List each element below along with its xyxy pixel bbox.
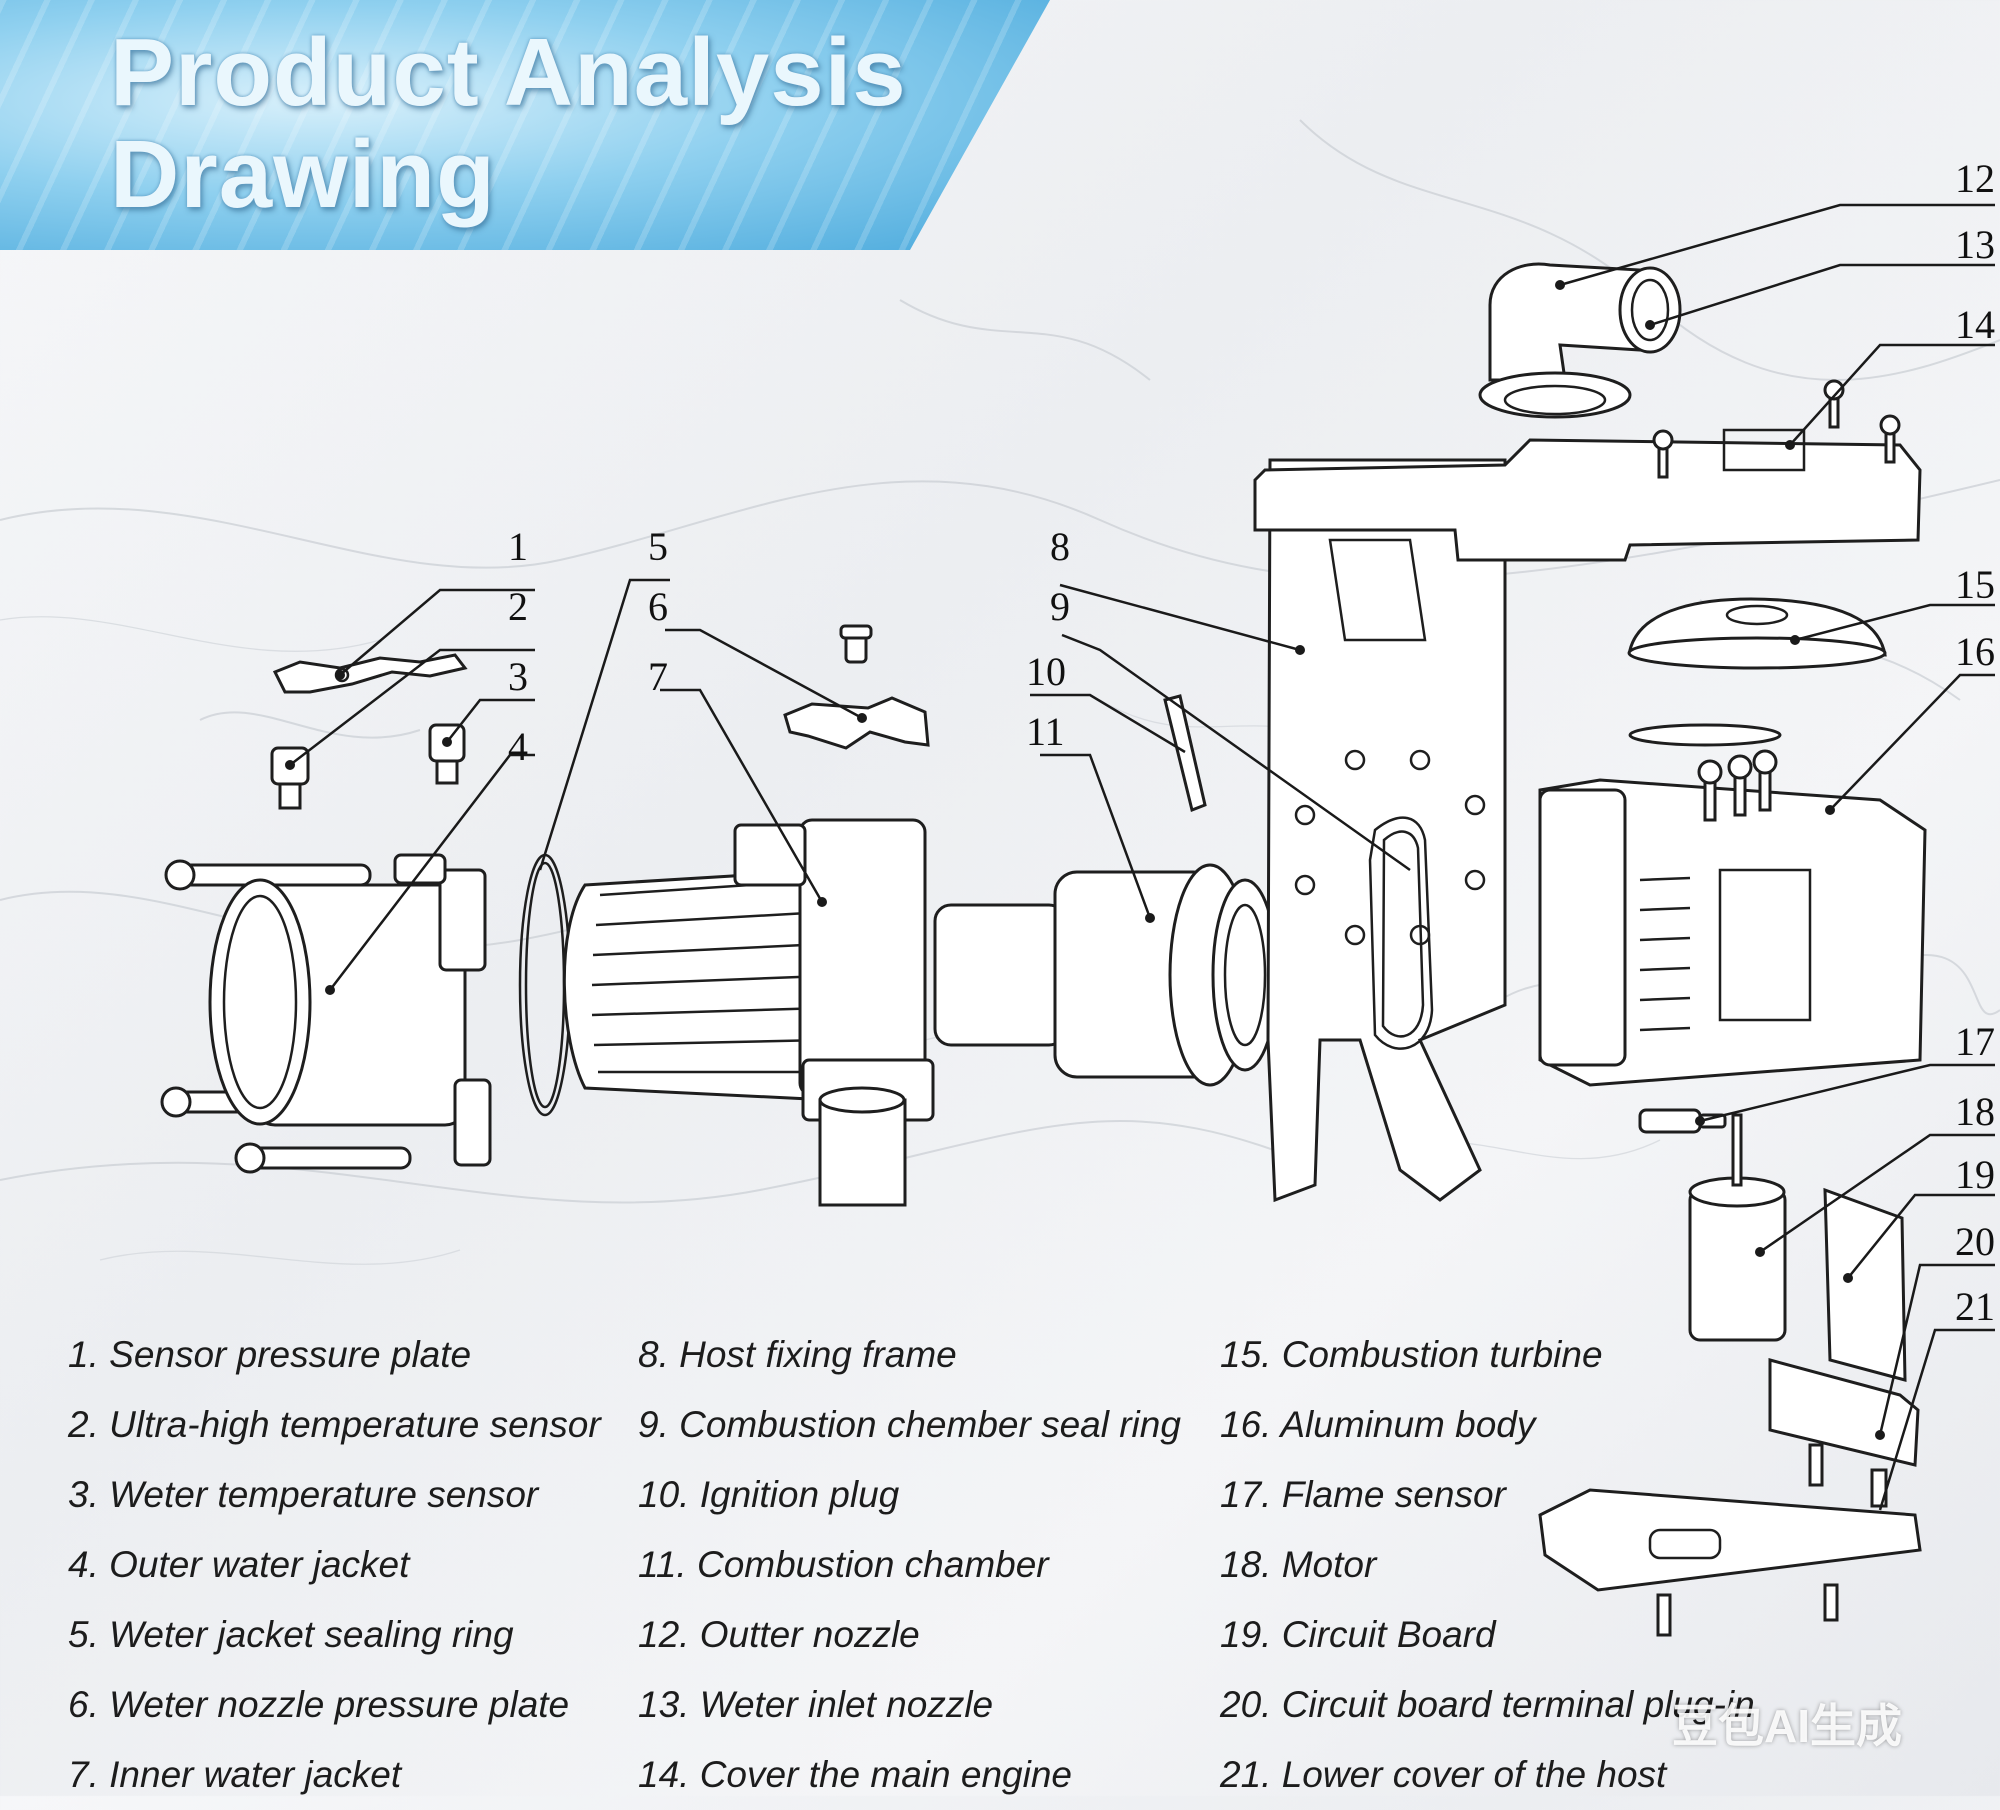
callout-11: 11 (1026, 709, 1065, 754)
part-water-temperature-sensor (428, 723, 466, 785)
callout-2: 2 (508, 584, 528, 629)
part-flame-sensor (1638, 1108, 1727, 1134)
legend-item: 8. Host fixing frame (638, 1334, 957, 1375)
legend-item: 16. Aluminum body (1220, 1404, 1536, 1445)
part-circuit-board (1823, 1187, 1907, 1382)
part-aluminum-body (1538, 723, 1927, 1087)
callout-14: 14 (1955, 302, 1995, 347)
legend-item: 11. Combustion chamber (638, 1544, 1049, 1585)
callout-1: 1 (508, 524, 528, 569)
part-outer-water-jacket (208, 853, 492, 1167)
legend-item: 19. Circuit Board (1220, 1614, 1496, 1655)
legend-item: 18. Motor (1220, 1544, 1377, 1585)
legend-item: 17. Flame sensor (1220, 1474, 1506, 1515)
legend-item: 7. Inner water jacket (68, 1754, 402, 1795)
part-water-inlet-and-outer-nozzle (1478, 262, 1682, 419)
callout-17: 17 (1955, 1019, 1995, 1064)
callout-5: 5 (648, 524, 668, 569)
part-host-fixing-frame (1266, 458, 1507, 1203)
callout-4: 4 (508, 724, 528, 769)
callout-7: 7 (648, 654, 668, 699)
legend-item: 13. Weter inlet nozzle (638, 1684, 994, 1725)
callout-16: 16 (1955, 629, 1995, 674)
legend-item: 9. Combustion chember seal ring (638, 1404, 1181, 1445)
legend-item: 5. Weter jacket sealing ring (68, 1614, 514, 1655)
callout-12: 12 (1955, 156, 1995, 201)
callout-13: 13 (1955, 222, 1995, 267)
title-banner (0, 0, 1050, 250)
part-lower-cover-of-host (1538, 1488, 1922, 1637)
legend-item: 6. Weter nozzle pressure plate (68, 1684, 570, 1725)
legend-item: 10. Ignition plug (638, 1474, 900, 1515)
legend-column-1: 1. Sensor pressure plate 2. Ultra-high t… (68, 1320, 601, 1810)
callout-15: 15 (1955, 562, 1995, 607)
legend-item: 1. Sensor pressure plate (68, 1334, 472, 1375)
legend-item: 3. Weter temperature sensor (68, 1474, 539, 1515)
watermark: 豆包AI生成 (1672, 1700, 1902, 1752)
callout-3: 3 (508, 654, 528, 699)
callout-10: 10 (1026, 649, 1066, 694)
page-title-line-2: Drawing (110, 121, 496, 228)
legend-item: 12. Outter nozzle (638, 1614, 920, 1655)
callout-8: 8 (1050, 524, 1070, 569)
part-circuit-board-terminal-plug-in (1768, 1358, 1920, 1508)
callout-leader-lines (289, 203, 1995, 1511)
callout-numbers: 1 2 3 4 5 6 7 8 9 10 11 12 13 14 15 16 1… (508, 156, 1995, 1329)
legend-item: 15. Combustion turbine (1220, 1334, 1603, 1375)
legend-column-3: 15. Combustion turbine 16. Aluminum body… (1220, 1320, 1755, 1810)
part-motor (1688, 1113, 1787, 1342)
part-water-jacket-sealing-ring (518, 853, 572, 1117)
part-inner-water-jacket (562, 818, 935, 1207)
part-ignition-plug (1163, 694, 1207, 813)
callout-6: 6 (648, 584, 668, 629)
part-main-engine-cover (1253, 379, 1922, 562)
callout-20: 20 (1955, 1219, 1995, 1264)
legend-item: 14. Cover the main engine (638, 1754, 1072, 1795)
part-combustion-chamber-seal-ring (1368, 816, 1434, 1050)
legend-item: 21. Lower cover of the host (1220, 1754, 1667, 1795)
part-water-nozzle-pressure-plate (783, 624, 930, 750)
part-sensor-pressure-plate (272, 653, 468, 694)
part-combustion-turbine (1627, 597, 1887, 670)
part-ultra-high-temperature-sensor (270, 746, 310, 810)
legend-item: 2. Ultra-high temperature sensor (68, 1404, 601, 1445)
part-combustion-chamber (933, 863, 1279, 1087)
callout-9: 9 (1050, 584, 1070, 629)
callout-19: 19 (1955, 1152, 1995, 1197)
legend-column-2: 8. Host fixing frame 9. Combustion chemb… (638, 1320, 1181, 1810)
legend-item: 4. Outer water jacket (68, 1544, 410, 1585)
legend-item: 20. Circuit board terminal plug-in (1220, 1684, 1755, 1725)
callout-18: 18 (1955, 1089, 1995, 1134)
callout-anchor-dots (285, 280, 1885, 1440)
callout-21: 21 (1955, 1284, 1995, 1329)
page-title-line-1: Product Analysis (110, 19, 907, 126)
